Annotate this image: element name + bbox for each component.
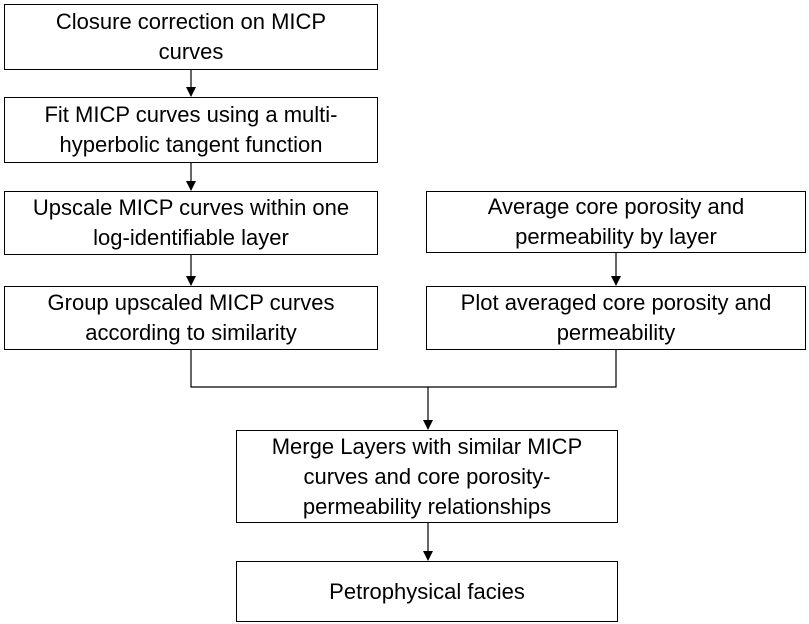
node-merge-layers: Merge Layers with similar MICP curves an… [236, 430, 618, 523]
node-average-core-text: Average core porosity and permeability b… [487, 194, 745, 249]
node-petrophysical-facies-text: Petrophysical facies [329, 578, 525, 604]
node-petrophysical-facies: Petrophysical facies [236, 561, 618, 622]
node-closure-correction-text: Closure correction on MICP curves [55, 9, 327, 64]
node-fit-curves: Fit MICP curves using a multi- hyperboli… [4, 97, 378, 163]
node-merge-layers-text: Merge Layers with similar MICP curves an… [271, 433, 583, 519]
node-group-curves: Group upscaled MICP curves according to … [4, 286, 378, 350]
node-plot-core-text: Plot averaged core porosity and permeabi… [460, 290, 772, 345]
node-fit-curves-text: Fit MICP curves using a multi- hyperboli… [44, 102, 338, 157]
node-upscale-curves-text: Upscale MICP curves within one log-ident… [32, 195, 350, 250]
node-average-core: Average core porosity and permeability b… [426, 191, 806, 253]
node-plot-core: Plot averaged core porosity and permeabi… [426, 286, 806, 350]
node-group-curves-text: Group upscaled MICP curves according to … [47, 290, 335, 345]
node-upscale-curves: Upscale MICP curves within one log-ident… [4, 191, 378, 255]
merge-bracket-line [190, 350, 617, 388]
node-closure-correction: Closure correction on MICP curves [4, 4, 378, 70]
